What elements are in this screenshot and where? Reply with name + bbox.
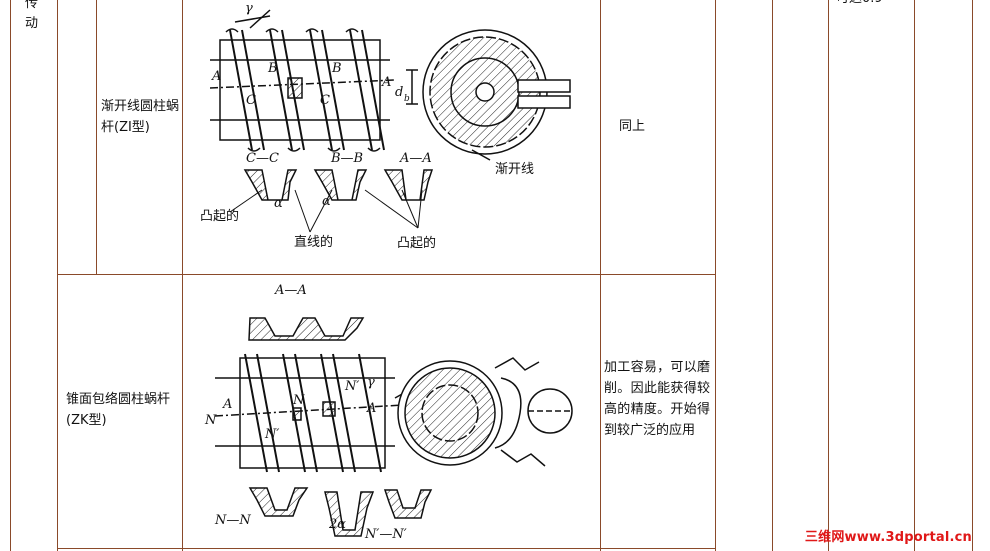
section-c-left-label: C (246, 93, 256, 108)
convex-label: 凸起的 (200, 208, 239, 224)
category-cell: 传动 (25, 0, 39, 31)
zk-n-prime-bottom-label: N′ (264, 427, 279, 442)
straight-label: 直线的 (294, 234, 333, 250)
grid-line-col-2 (57, 0, 58, 551)
application-cell-zi: 同上 (619, 119, 646, 134)
section-cc-label: C—C (246, 151, 279, 166)
zi-worm-drawing: γ A A B B C C d b 渐开线 C—C B—B A—A α α 凸起… (190, 0, 595, 270)
worm-type-name-zk: 锥面包络圆柱蜗杆(ZK型) (66, 392, 171, 428)
zk-a-right-label: A (366, 401, 376, 416)
zk-section-nn-prime-label: N′—N′ (364, 527, 407, 542)
efficiency-cell: 可达0.9 (836, 0, 883, 9)
grid-line-row-1 (57, 274, 716, 275)
grid-line-col-9 (914, 0, 915, 551)
section-bb-label: B—B (330, 151, 363, 166)
involute-label: 渐开线 (495, 162, 534, 177)
watermark: 三维网www.3dportal.cn (804, 530, 972, 545)
zk-n-left-label: N (204, 413, 217, 428)
section-a-left-label: A (211, 69, 221, 84)
zk-n-center-label: N (292, 393, 305, 408)
application-cell-zk: 加工容易，可以磨削。因此能获得较高的精度。开始得到较广泛的应用 (604, 360, 710, 438)
section-a-right-label: A (381, 75, 391, 90)
alpha-label-1: α (274, 196, 283, 211)
section-aa-label: A—A (399, 151, 432, 166)
grid-line-col-6 (715, 0, 716, 551)
gamma-label: γ (245, 1, 253, 16)
worm-type-name-zi: 渐开线圆柱蜗杆(ZI型) (101, 99, 180, 135)
zk-section-aa-label: A—A (274, 283, 307, 298)
grid-line-col-8 (828, 0, 829, 551)
section-c-right-label: C (320, 93, 330, 108)
section-b-left-label: B (267, 61, 278, 76)
grid-line-col-5 (600, 0, 601, 551)
zk-gamma-label: γ (367, 375, 375, 390)
zk-worm-drawing: A—A A A N N N′ N′ γ N—N 2α N′—N′ (195, 278, 595, 546)
zk-section-nn-label: N—N (214, 513, 251, 528)
zk-two-alpha-label: 2α (328, 517, 346, 532)
section-b-right-label: B (331, 61, 342, 76)
grid-line-col-7 (772, 0, 773, 551)
zk-n-prime-top-label: N′ (344, 379, 359, 394)
grid-line-col-4 (182, 0, 183, 551)
db-label: d (395, 85, 403, 100)
zk-a-left-label: A (222, 397, 232, 412)
grid-line-col-10 (972, 0, 973, 551)
grid-line-col-1 (10, 0, 11, 551)
grid-line-row-2 (57, 548, 716, 549)
grid-line-col-3 (96, 0, 97, 274)
convex-label-2: 凸起的 (397, 235, 436, 251)
db-subscript-label: b (404, 94, 410, 104)
